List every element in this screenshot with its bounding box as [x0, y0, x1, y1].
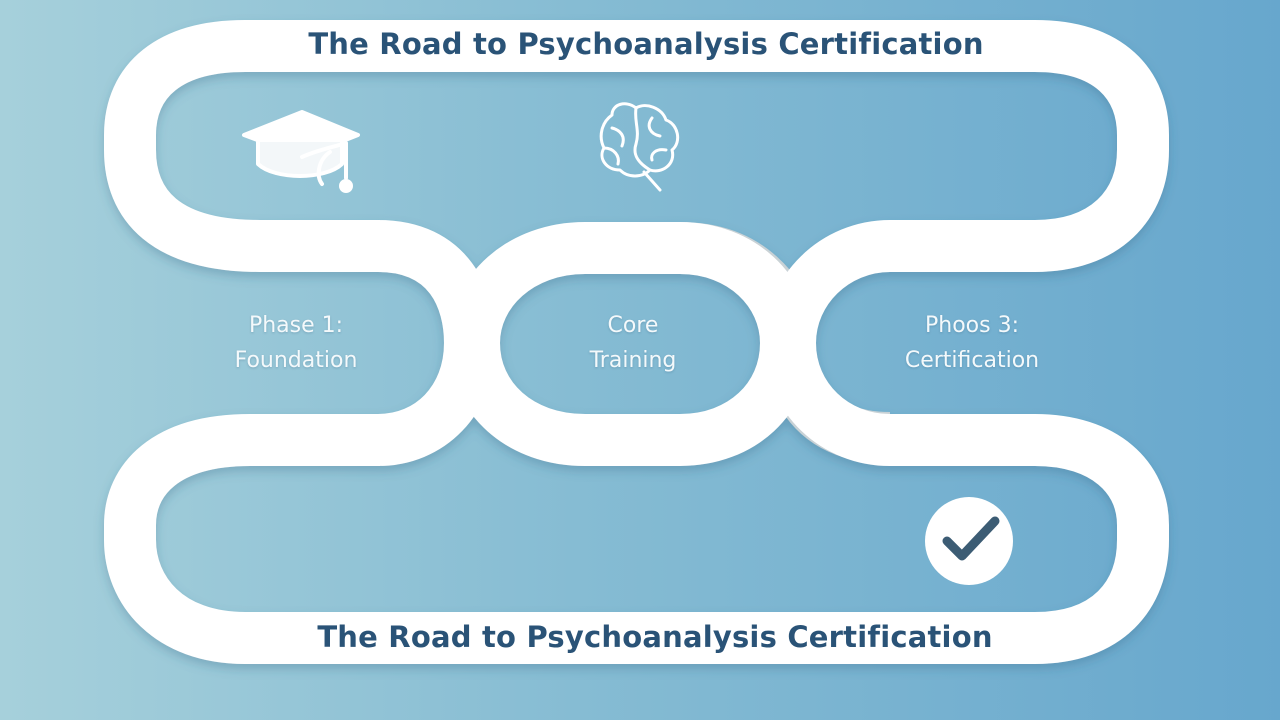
phase-1-line-1: Phase 1: — [248, 313, 344, 338]
phase-3-line-2: Certification — [904, 348, 1040, 373]
phase-3-line-1: Phoos 3: — [925, 313, 1019, 338]
road-bottom-loop — [104, 414, 1169, 664]
graduation-cap-icon — [242, 110, 360, 193]
road-top-loop — [104, 20, 1169, 272]
page-title: The Road to Psychoanalysis Certification — [308, 27, 984, 61]
phase-2-line-2: Training — [589, 348, 677, 373]
phase-3-label: Phoos 3: Certification — [862, 308, 1082, 378]
road-center-loop — [447, 222, 813, 466]
bottom-title: The Road to Psychoanalysis Certification — [317, 620, 993, 654]
road-right-curve — [763, 220, 892, 466]
phase-2-line-1: Core — [607, 313, 659, 338]
phase-1-label: Phase 1: Foundation — [186, 308, 406, 378]
brain-icon — [599, 102, 680, 192]
phase-1-line-2: Foundation — [234, 348, 358, 373]
phase-2-label: Core Training — [523, 308, 743, 378]
checkmark-circle-icon — [925, 497, 1013, 585]
